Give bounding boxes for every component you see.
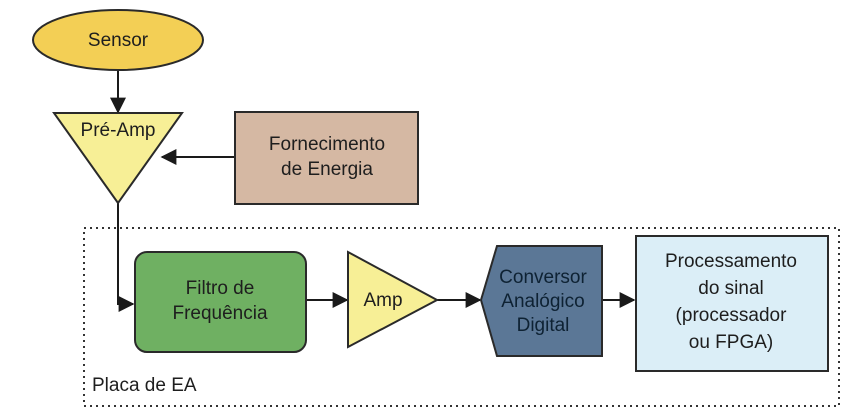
power-supply-node: Fornecimento de Energia [234, 111, 419, 205]
adc-label-line1: Conversor [499, 267, 587, 288]
frequency-filter-node: Filtro de Frequência [134, 251, 307, 353]
adc-label-line3: Digital [517, 315, 570, 336]
preamp-label: Pré-Amp [81, 120, 156, 141]
sensor-label: Sensor [88, 30, 149, 51]
amp-node: Amp [347, 250, 440, 349]
adc-node: Conversor Analógico Digital [479, 245, 603, 357]
power-supply-label-line1: Fornecimento [269, 134, 385, 155]
signal-processing-label-line1: Processamento [665, 251, 797, 272]
board-label: Placa de EA [92, 375, 197, 396]
signal-processing-node: Processamento do sinal (processador ou F… [635, 235, 829, 372]
edge-preamp-to-filter [117, 203, 135, 312]
amp-label: Amp [363, 290, 402, 311]
signal-processing-label-line4: ou FPGA) [689, 332, 773, 353]
frequency-filter-label-line1: Filtro de [186, 278, 255, 299]
power-supply-label-line2: de Energia [281, 159, 373, 180]
sensor-node: Sensor [32, 9, 204, 71]
board-region [83, 227, 840, 407]
frequency-filter-label-line2: Frequência [172, 303, 267, 324]
signal-processing-label-line2: do sinal [698, 278, 764, 299]
adc-label-line2: Analógico [501, 291, 584, 312]
signal-processing-label-line3: (processador [676, 305, 788, 326]
preamp-node: Pré-Amp [52, 112, 184, 205]
